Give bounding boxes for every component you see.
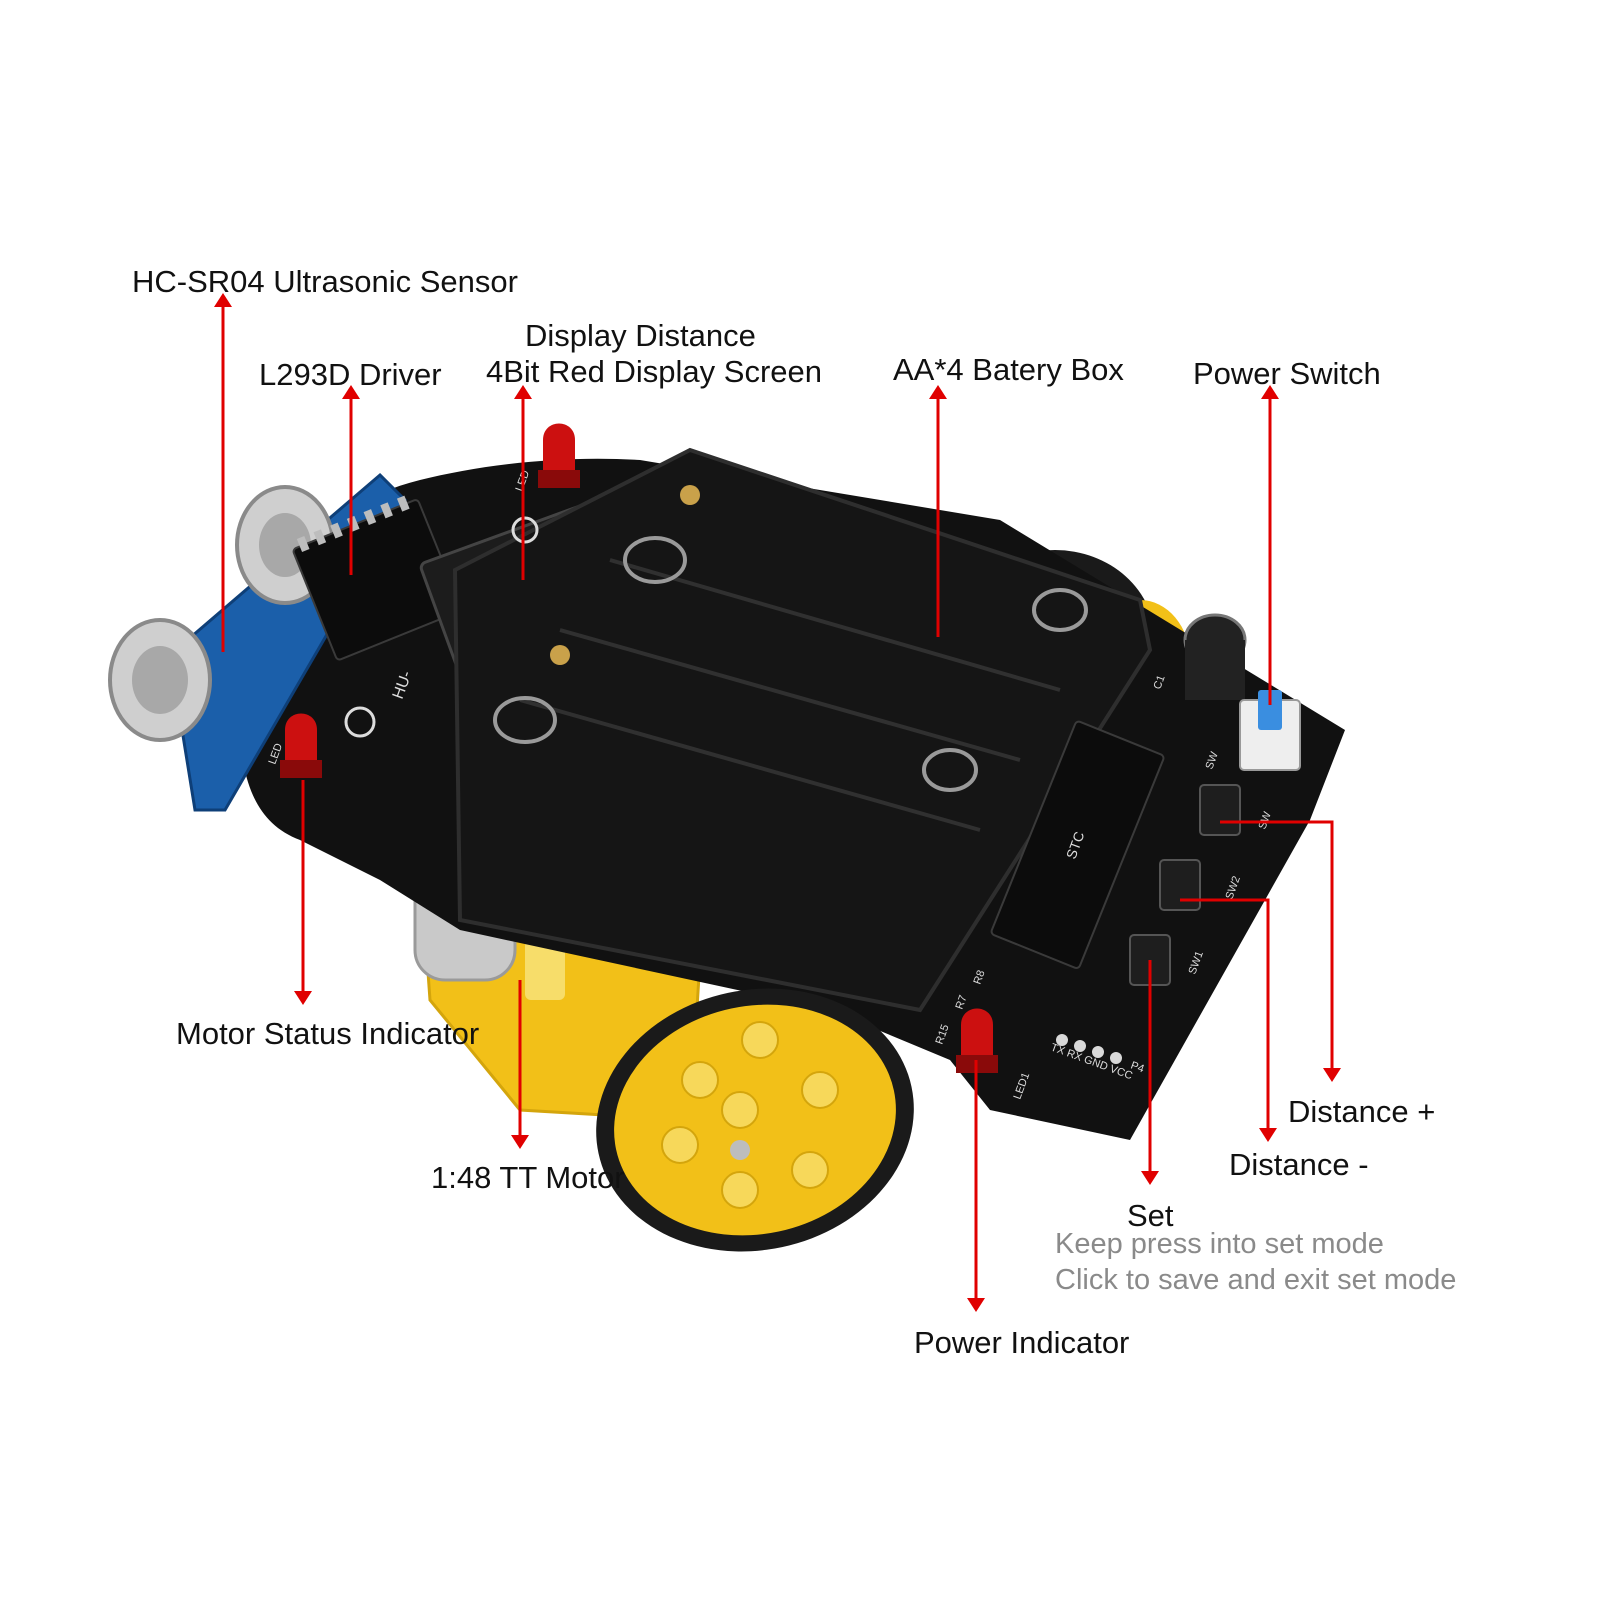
pcb-label-r8: R8 <box>972 969 988 986</box>
arrow-distance-minus <box>1180 898 1277 1142</box>
led-top <box>538 423 580 488</box>
label-battery-box: AA*4 Batery Box <box>893 352 1124 387</box>
battery-box <box>452 447 1153 1013</box>
label-power-switch: Power Switch <box>1193 356 1381 391</box>
label-power-indicator: Power Indicator <box>914 1325 1130 1360</box>
note-set-line2: Click to save and exit set mode <box>1055 1264 1457 1296</box>
battery-slots <box>519 558 1061 832</box>
label-motor-status-indicator: Motor Status Indicator <box>176 1016 480 1051</box>
pcb-label-c1: C1 <box>1152 674 1168 691</box>
wheel-screw <box>730 1140 750 1160</box>
label-display-line1: Display Distance <box>525 318 756 353</box>
mount-hole <box>344 706 376 738</box>
transducer-lower-center <box>132 646 188 714</box>
label-distance-plus: Distance + <box>1288 1094 1436 1129</box>
label-l293d-driver: L293D Driver <box>259 357 442 392</box>
motor-clip <box>525 940 565 1000</box>
label-distance-minus: Distance - <box>1229 1147 1369 1182</box>
battery-terminal <box>550 645 570 665</box>
pcb-label-p: P4 <box>1129 1060 1146 1076</box>
label-ultrasonic-sensor: HC-SR04 Ultrasonic Sensor <box>132 264 518 299</box>
note-set-line1: Keep press into set mode <box>1055 1228 1384 1260</box>
header-pins <box>1056 1034 1122 1064</box>
label-tt-motor: 1:48 TT Motor <box>431 1160 625 1195</box>
mount-hole <box>511 516 539 544</box>
capacitor-body <box>1185 640 1245 700</box>
button-distance-minus <box>1159 859 1201 911</box>
battery-terminal <box>680 485 700 505</box>
label-set: Set <box>1127 1198 1174 1233</box>
stc-mcu-chip <box>990 720 1165 970</box>
wheel-spokes <box>661 1021 839 1209</box>
l293d-pins <box>296 495 410 553</box>
pcb-label-sw4: SW <box>1204 750 1222 771</box>
pcb-label-sw3: SW <box>1257 810 1275 831</box>
power-switch-knob <box>1258 690 1282 730</box>
pcb-label-r7: R7 <box>954 994 970 1011</box>
label-display-line2: 4Bit Red Display Screen <box>486 354 822 389</box>
led-left-motor-status <box>280 713 322 778</box>
battery-springs <box>493 536 1088 792</box>
arrow-distance-plus <box>1220 820 1341 1082</box>
